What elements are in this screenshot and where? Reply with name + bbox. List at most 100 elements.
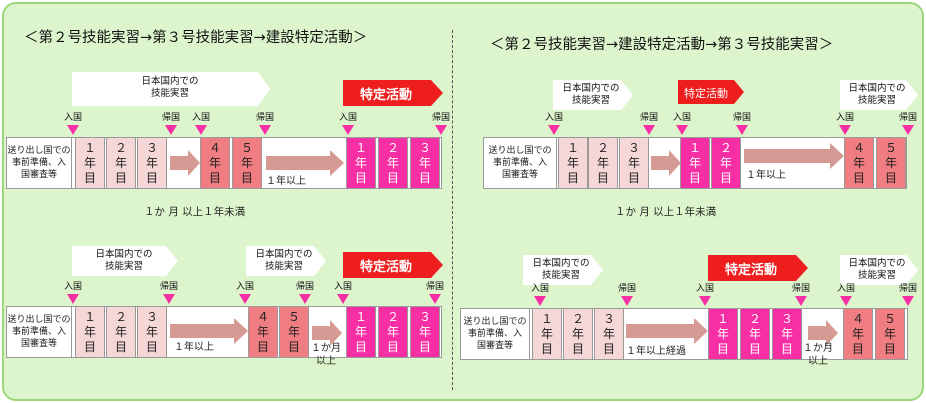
right-bottom-marker-return-1: 帰国 <box>612 284 642 306</box>
marker-triangle-icon <box>736 125 748 135</box>
left-top-short-arrow <box>170 150 200 176</box>
marker-triangle-icon <box>902 296 914 306</box>
left-bottom-prep: 送り出し国での 事前準備、入 国審査等 <box>6 306 72 358</box>
marker-triangle-icon <box>67 125 79 135</box>
left-title: ＜第２号技能実習→第３号技能実習→建設特定活動＞ <box>24 30 368 46</box>
marker-triangle-icon <box>239 294 251 304</box>
right-top-gap-label: １年以上 <box>746 170 786 181</box>
marker-triangle-icon <box>839 125 851 135</box>
left-bottom-short-arrow <box>312 320 342 346</box>
marker-label: 帰国 <box>639 113 658 123</box>
right-top-short-arrow <box>651 150 681 176</box>
marker-triangle-icon <box>195 125 207 135</box>
marker-label: 入国 <box>63 282 82 292</box>
right-bottom-callout1-text: 日本国内での 技能実習 <box>532 258 590 281</box>
left-bottom-marker-entry-3: 入国 <box>328 282 358 304</box>
marker-label: 帰国 <box>295 282 314 292</box>
marker-label: 入国 <box>191 113 210 123</box>
right-top-callout2-text: 日本国内での 技能実習 <box>848 83 906 106</box>
marker-triangle-icon <box>435 125 447 135</box>
left-bottom-year-5: ５ 年 目 <box>279 306 309 358</box>
marker-triangle-icon <box>259 125 271 135</box>
left-top-year-5: ５ 年 目 <box>232 137 262 189</box>
left-bottom-year-s1: １ 年 目 <box>346 306 376 358</box>
right-top-callout1-arrow <box>553 80 633 110</box>
marker-label: 帰国 <box>431 113 450 123</box>
marker-triangle-icon <box>299 294 311 304</box>
marker-label: 帰国 <box>159 282 178 292</box>
left-top-long-arrow <box>266 150 344 176</box>
left-top-year-2: ２ 年 目 <box>106 137 136 189</box>
marker-label: 帰国 <box>898 284 917 294</box>
marker-triangle-icon <box>621 296 633 306</box>
left-top-year-1: １ 年 目 <box>75 137 105 189</box>
marker-label: 帰国 <box>617 284 636 294</box>
marker-triangle-icon <box>429 294 441 304</box>
marker-label: 入国 <box>836 284 855 294</box>
right-top-callout2-arrow <box>840 80 918 110</box>
left-top-interval-label: １か 月 以上１年未満 <box>144 206 246 218</box>
left-bottom-banner-shape <box>343 252 443 278</box>
right-top-banner-shape <box>678 80 744 104</box>
right-bottom-banner-label: 特定活動 <box>725 263 778 278</box>
marker-triangle-icon <box>163 294 175 304</box>
marker-label: 帰国 <box>161 113 180 123</box>
right-bottom-callout2-text: 日本国内での 技能実習 <box>848 258 906 281</box>
right-bottom-year-2: ２ 年 目 <box>563 308 593 360</box>
left-bottom-year-1: １ 年 目 <box>75 306 105 358</box>
left-top-year-4: ４ 年 目 <box>200 137 230 189</box>
left-bottom-marker-entry-1: 入国 <box>58 282 88 304</box>
right-bottom-year-3: ３ 年 目 <box>594 308 624 360</box>
left-bottom-marker-return-3: 帰国 <box>420 282 450 304</box>
marker-label: 入国 <box>333 282 352 292</box>
right-top-year-s1: １ 年 目 <box>680 137 710 189</box>
right-bottom-year-s3: ３ 年 目 <box>772 308 802 360</box>
left-top-year-s3: ３ 年 目 <box>410 137 440 189</box>
left-top-year-s1: １ 年 目 <box>346 137 376 189</box>
left-bottom-year-2: ２ 年 目 <box>106 306 136 358</box>
marker-triangle-icon <box>165 125 177 135</box>
left-bottom-gap-label: １年以上 <box>174 342 214 353</box>
right-bottom-year-4: ４ 年 目 <box>843 308 873 360</box>
marker-triangle-icon <box>643 125 655 135</box>
marker-triangle-icon <box>67 294 79 304</box>
marker-triangle-icon <box>902 125 914 135</box>
marker-triangle-icon <box>840 296 852 306</box>
left-bottom-banner-label: 特定活動 <box>360 260 413 275</box>
left-top-banner-shape <box>343 80 443 106</box>
right-top-year-4: ４ 年 目 <box>844 137 874 189</box>
left-top-marker-return-1: 帰国 <box>156 113 186 135</box>
marker-label: 入国 <box>338 113 357 123</box>
left-bottom-long-arrow <box>170 318 248 344</box>
right-bottom-year-1: １ 年 目 <box>532 308 562 360</box>
right-top-year-1: １ 年 目 <box>558 137 588 189</box>
left-bottom-year-4: ４ 年 目 <box>248 306 278 358</box>
right-bottom-marker-entry-3: 入国 <box>831 284 861 306</box>
right-bottom-callout1-arrow <box>523 255 603 285</box>
right-top-callout1-text: 日本国内での 技能実習 <box>562 83 620 106</box>
left-bottom-year-s2: ２ 年 目 <box>378 306 408 358</box>
left-top-marker-entry-2: 入国 <box>186 113 216 135</box>
left-top-banner-label: 特定活動 <box>360 88 413 103</box>
left-top-year-s2: ２ 年 目 <box>378 137 408 189</box>
left-bottom-callout1-text: 日本国内での 技能実習 <box>95 249 153 272</box>
right-top-interval-label: １か 月 以上１年未満 <box>615 206 717 218</box>
right-top-marker-return-1: 帰国 <box>634 113 664 135</box>
marker-label: 入国 <box>544 113 563 123</box>
marker-triangle-icon <box>342 125 354 135</box>
right-top-year-2: ２ 年 目 <box>588 137 618 189</box>
left-top-marker-entry-3: 入国 <box>333 113 363 135</box>
right-top-long-arrow <box>744 143 844 169</box>
left-top-year-3: ３ 年 目 <box>137 137 167 189</box>
left-top-callout-text: 日本国内での 技能実習 <box>141 76 199 99</box>
marker-label: 入国 <box>672 113 691 123</box>
right-top-marker-return-2: 帰国 <box>727 113 757 135</box>
right-bottom-year-s1: １ 年 目 <box>708 308 738 360</box>
right-bottom-prep: 送り出し国での 事前準備、入 国審査等 <box>460 308 530 360</box>
right-bottom-short-arrow <box>808 320 838 346</box>
right-bottom-banner-shape <box>708 255 808 281</box>
left-top-prep: 送り出し国での 事前準備、入 国審査等 <box>6 137 72 189</box>
marker-triangle-icon <box>795 296 807 306</box>
marker-label: 入国 <box>63 113 82 123</box>
